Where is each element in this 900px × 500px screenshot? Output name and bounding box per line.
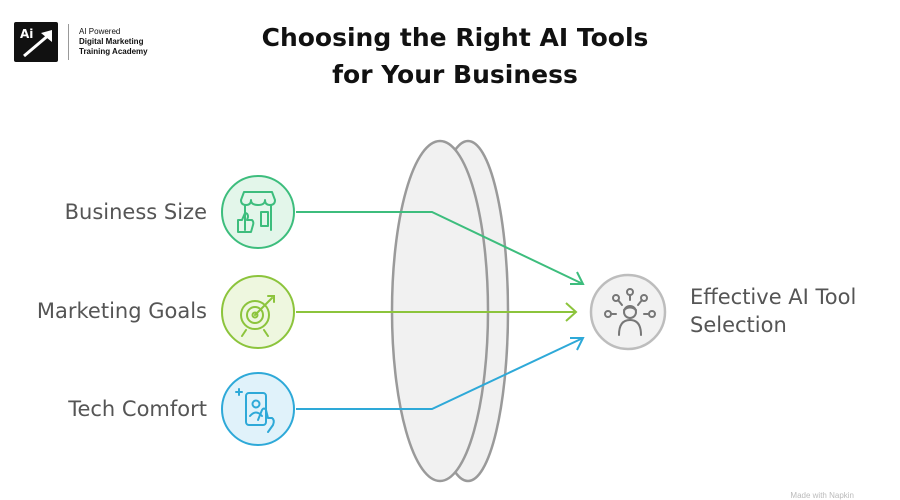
person-network-icon (604, 288, 656, 336)
logo-line-2: Digital Marketing (79, 37, 144, 46)
footer-note: Made with Napkin (790, 491, 854, 500)
arrowhead-marketing-goals (565, 302, 578, 322)
logo-divider (68, 24, 69, 60)
node-tech-comfort (221, 372, 295, 446)
logo-mark: Ai (14, 22, 58, 62)
logo-line-3: Training Academy (79, 47, 148, 56)
phone-touch-icon (235, 388, 275, 433)
label-business-size: Business Size (64, 200, 207, 224)
logo-wordmark: AI Powered Digital Marketing Training Ac… (79, 27, 148, 57)
brand-logo: Ai AI Powered Digital Marketing Training… (14, 22, 148, 62)
logo-mark-text: Ai (20, 27, 34, 41)
page-title-line-2: for Your Business (332, 60, 578, 89)
arrowhead-business-size (570, 271, 585, 285)
logo-line-1: AI Powered (79, 27, 121, 36)
node-business-size (221, 175, 295, 249)
connector-tech-comfort (296, 337, 584, 410)
output-label-line-1: Effective AI Tool (690, 285, 857, 309)
storefront-thumbs-up-icon (237, 191, 276, 233)
arrowhead-tech-comfort (570, 337, 585, 351)
node-marketing-goals (221, 275, 295, 349)
output-label-line-2: Selection (690, 313, 787, 337)
node-effective-ai-tool-selection (589, 273, 667, 351)
label-tech-comfort: Tech Comfort (68, 397, 207, 421)
page-title-line-1: Choosing the Right AI Tools (261, 23, 649, 52)
label-marketing-goals: Marketing Goals (36, 299, 207, 323)
arrow-up-right-icon (23, 30, 52, 58)
target-arrow-icon (240, 295, 275, 337)
connector-business-size (296, 211, 584, 285)
